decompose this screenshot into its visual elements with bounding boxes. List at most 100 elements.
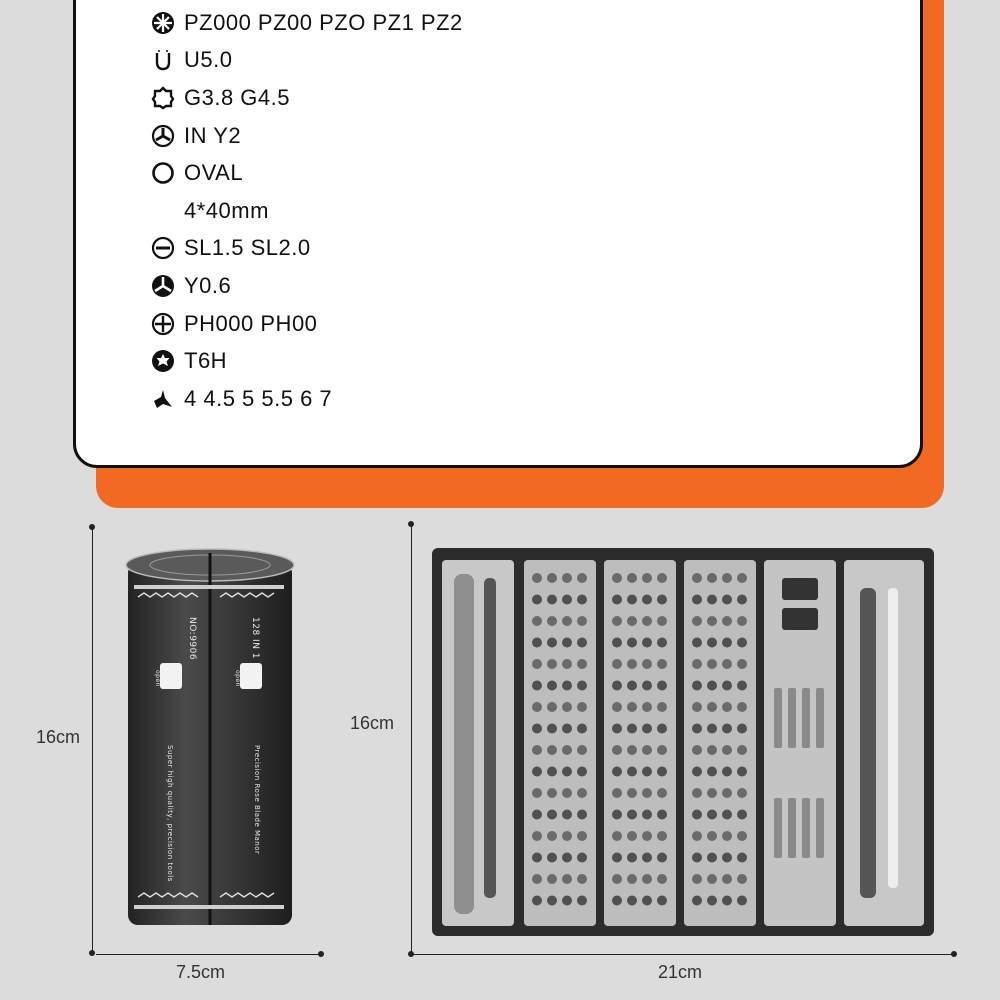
bit-socket (612, 594, 622, 605)
bit-socket (642, 766, 652, 777)
bit-socket (627, 895, 637, 906)
bit-socket (722, 594, 732, 605)
bit-socket (722, 831, 732, 841)
bit-socket (532, 831, 542, 841)
bit-socket (532, 702, 542, 712)
bit-socket (707, 616, 717, 626)
bit-socket (707, 573, 717, 583)
extension-bit (788, 688, 796, 748)
extension-bit (774, 798, 782, 858)
bit-socket (577, 659, 587, 669)
bit-socket (577, 852, 587, 863)
bit-socket (707, 680, 717, 691)
bit-socket (657, 745, 667, 755)
bit-socket (547, 637, 557, 648)
dimension-endpoint (89, 950, 95, 956)
bit-socket (547, 616, 557, 626)
bit-socket (722, 874, 732, 884)
bit-socket (642, 616, 652, 626)
spec-text: 4*40mm (184, 197, 269, 223)
bit-socket (737, 702, 747, 712)
bit-socket (722, 573, 732, 583)
bit-socket (562, 573, 572, 583)
bit-socket (657, 573, 667, 583)
bit-socket (547, 809, 557, 820)
bit-socket (577, 895, 587, 906)
bit-socket (577, 723, 587, 734)
bit-socket (657, 895, 667, 906)
case-width-line (412, 954, 954, 955)
bit-socket (532, 745, 542, 755)
bit-socket (692, 788, 702, 798)
bit-socket (737, 874, 747, 884)
brand-line-text: Precision Rose Blade Manor (253, 745, 261, 854)
bit-socket (577, 616, 587, 626)
bit-socket (562, 895, 572, 906)
bit-socket (627, 573, 637, 583)
bit-socket (547, 788, 557, 798)
bit-socket (532, 852, 542, 863)
bit-socket (612, 637, 622, 648)
bit-socket (627, 766, 637, 777)
bit-socket (627, 680, 637, 691)
bit-socket (642, 723, 652, 734)
bit-tray-2 (604, 560, 676, 926)
bit-socket (707, 852, 717, 863)
case-height-line (411, 524, 412, 954)
bit-socket (577, 573, 587, 583)
bit-socket (722, 723, 732, 734)
bit-socket (722, 680, 732, 691)
spec-row-y: Y0.6 (150, 267, 463, 305)
bit-socket (737, 809, 747, 820)
bit-socket (707, 637, 717, 648)
cylinder-height-label: 16cm (36, 727, 81, 747)
spec-row-size: 4*40mm (150, 192, 463, 230)
bit-socket (657, 874, 667, 884)
bit-socket (547, 594, 557, 605)
spec-text: PZ000 PZ00 PZO PZ1 PZ2 (184, 9, 463, 35)
bit-socket (532, 616, 542, 626)
bit-socket (562, 874, 572, 884)
spec-row-tri-wing: IN Y2 (150, 117, 463, 155)
bit-socket (547, 573, 557, 583)
bit-spec-card (73, 0, 923, 468)
bit-socket (577, 766, 587, 777)
bit-socket (722, 809, 732, 820)
bit-socket (642, 745, 652, 755)
spec-text: Y0.6 (184, 272, 232, 298)
bit-socket (562, 702, 572, 712)
bit-socket (547, 874, 557, 884)
bit-socket (612, 766, 622, 777)
spec-text: IN Y2 (184, 122, 242, 148)
bit-socket (612, 831, 622, 841)
bit-tray-1 (524, 560, 596, 926)
bit-socket (642, 874, 652, 884)
case-width-label: 21cm (658, 962, 703, 982)
bit-socket (627, 852, 637, 863)
bit-socket (692, 616, 702, 626)
spec-row-phillips: PH000 PH00 (150, 305, 463, 343)
spec-row-oval: OVAL (150, 154, 463, 192)
bit-socket (692, 766, 702, 777)
bit-socket (562, 594, 572, 605)
phillips-bit-icon (150, 311, 176, 337)
bit-socket (562, 680, 572, 691)
bit-socket (722, 745, 732, 755)
dimension-endpoint (408, 951, 414, 957)
bit-socket (547, 745, 557, 755)
bit-socket (737, 680, 747, 691)
bit-socket (657, 809, 667, 820)
bit-socket (692, 637, 702, 648)
bit-socket (612, 723, 622, 734)
bit-socket (707, 788, 717, 798)
bit-socket (577, 745, 587, 755)
spec-text: T6H (184, 348, 228, 374)
u-bit-icon (150, 47, 176, 73)
bit-socket (707, 831, 717, 841)
bit-socket (707, 809, 717, 820)
bit-socket (722, 766, 732, 777)
cylinder-width-line (96, 954, 322, 955)
bit-socket (692, 723, 702, 734)
dimension-endpoint (951, 951, 957, 957)
bit-socket (642, 573, 652, 583)
